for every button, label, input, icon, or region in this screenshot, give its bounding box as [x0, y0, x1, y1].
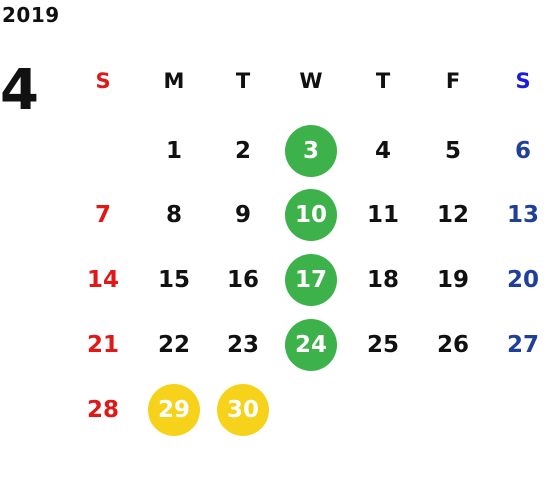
- calendar-day[interactable]: 20: [506, 267, 539, 293]
- calendar-day[interactable]: 18: [366, 267, 399, 293]
- green-day-marker: [285, 319, 337, 371]
- green-day-marker: [285, 189, 337, 241]
- calendar-day[interactable]: 9: [234, 202, 251, 228]
- calendar-day[interactable]: 25: [366, 332, 399, 358]
- green-day-marker: [285, 125, 337, 177]
- calendar-day[interactable]: 4: [374, 138, 391, 164]
- calendar-day[interactable]: 1: [165, 138, 182, 164]
- calendar-day[interactable]: 8: [165, 202, 182, 228]
- calendar-day[interactable]: 11: [366, 202, 399, 228]
- calendar-day[interactable]: 12: [436, 202, 469, 228]
- calendar-day[interactable]: 15: [157, 267, 190, 293]
- weekday-header: T: [375, 69, 391, 93]
- calendar-day[interactable]: 13: [506, 202, 539, 228]
- weekday-header: T: [235, 69, 251, 93]
- weekday-header: S: [95, 69, 111, 93]
- calendar-day[interactable]: 21: [86, 332, 119, 358]
- calendar-day[interactable]: 5: [444, 138, 461, 164]
- weekday-header: M: [163, 69, 185, 93]
- calendar-day[interactable]: 27: [506, 332, 539, 358]
- year-label: 2019: [2, 3, 60, 27]
- calendar-day[interactable]: 2: [234, 138, 251, 164]
- calendar-day[interactable]: 23: [226, 332, 259, 358]
- calendar-day[interactable]: 19: [436, 267, 469, 293]
- calendar-day[interactable]: 17: [294, 267, 327, 293]
- calendar-day[interactable]: 26: [436, 332, 469, 358]
- yellow-day-marker: [148, 384, 200, 436]
- calendar-day[interactable]: 24: [294, 332, 327, 358]
- month-number: 4: [0, 58, 39, 123]
- calendar-day[interactable]: 29: [157, 397, 190, 423]
- calendar-day[interactable]: 6: [514, 138, 531, 164]
- calendar-day[interactable]: 7: [94, 202, 111, 228]
- weekday-header: S: [515, 69, 531, 93]
- weekday-header: F: [445, 69, 461, 93]
- calendar-day[interactable]: 16: [226, 267, 259, 293]
- calendar-day[interactable]: 30: [226, 397, 259, 423]
- green-day-marker: [285, 254, 337, 306]
- calendar-day[interactable]: 28: [86, 397, 119, 423]
- calendar-day[interactable]: 3: [302, 138, 319, 164]
- calendar-day[interactable]: 22: [157, 332, 190, 358]
- calendar-day[interactable]: 14: [86, 267, 119, 293]
- yellow-day-marker: [217, 384, 269, 436]
- weekday-header: W: [299, 69, 323, 93]
- calendar-day[interactable]: 10: [294, 202, 327, 228]
